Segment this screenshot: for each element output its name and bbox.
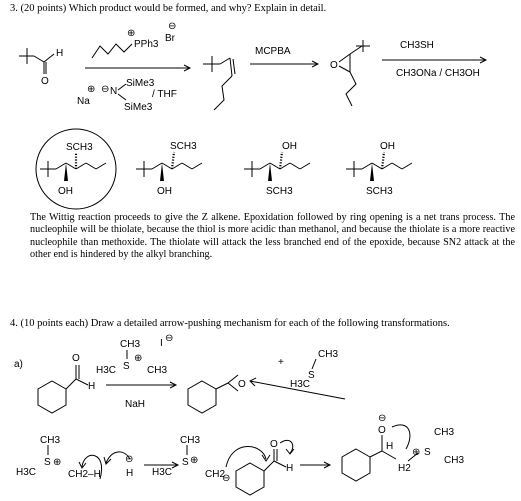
m3-h: H: [286, 463, 293, 474]
sulfonium-cation: CH3 H3C S ⊕ CH2–H: [16, 435, 103, 480]
aldehyde-o-label: O: [41, 76, 49, 87]
thf-label: / THF: [152, 89, 177, 100]
m1-charge: ⊕: [53, 457, 61, 468]
p2-top-label: SCH3: [170, 141, 197, 152]
sulfur-ylide: CH3 H3C S ⊕ CH2 ⊖: [152, 435, 271, 484]
bromide-charge: ⊖: [168, 21, 176, 32]
aldehyde-h-label: H: [56, 48, 63, 59]
betaine-ch3-top: CH3: [434, 427, 454, 438]
product-2: SCH3 OH: [136, 141, 203, 197]
trimethylsulfonium-iodide: CH3 H3C S ⊕ CH3 I ⊖: [96, 333, 173, 376]
m3-o: O: [270, 439, 278, 450]
m2-carbanion: ⊖: [222, 473, 230, 484]
betaine-ch3-right: CH3: [444, 455, 464, 466]
m2-h3c: H3C: [152, 467, 172, 478]
m2-s: S: [182, 457, 189, 468]
betaine-intermediate: ⊖ O H H2 ⊕ S CH3 CH3: [341, 413, 464, 482]
part-a-label: a): [14, 359, 23, 370]
hydride-h: H: [126, 468, 133, 479]
mcpba-label: MCPBA: [255, 46, 291, 57]
tms-ch3-top: CH3: [120, 339, 140, 350]
base-reagent: ⊕ Na ⊖ N SiMe3 SiMe3 / THF: [77, 78, 177, 113]
p4-bottom-label: SCH3: [366, 186, 393, 197]
p3-bottom-label: SCH3: [266, 186, 293, 197]
q3-explanation: The Wittig reaction proceeds to give the…: [30, 212, 515, 261]
product-4: OH SCH3: [346, 141, 413, 197]
question-4-header: 4. (10 points each) Draw a detailed arro…: [10, 318, 450, 329]
na-label: Na: [77, 96, 90, 107]
z-alkene: [203, 56, 236, 111]
m2-charge: ⊕: [190, 455, 198, 466]
betaine-s-charge: ⊕: [412, 447, 420, 458]
thiol-reagent: CH3SH: [400, 40, 434, 51]
wittig-arrow-head: [183, 64, 192, 72]
phosphonium-salt: ⊕ PPh3 ⊖ Br: [91, 21, 176, 59]
nah-reagent: NaH: [125, 399, 145, 410]
bromide-label: Br: [165, 33, 176, 44]
q3-reaction-scheme: H O ⊕ PPh3 ⊖ Br ⊕ Na ⊖ N SiMe3 SiMe3 / T…: [19, 21, 488, 210]
product-3: OH SCH3: [244, 141, 311, 197]
tms-ch3-right: CH3: [147, 365, 167, 376]
dms-s: S: [308, 370, 315, 381]
hydride-charge: ⊖: [125, 454, 133, 465]
epoxide-o: O: [238, 379, 246, 390]
n-label: N: [110, 86, 117, 97]
epoxide-o-label: O: [330, 60, 338, 71]
na-charge: ⊕: [87, 84, 95, 95]
sime3-bottom: SiMe3: [124, 102, 153, 113]
betaine-s: S: [424, 447, 431, 458]
product-1: SCH3 OH: [40, 142, 107, 197]
betaine-h2c: H2: [398, 463, 411, 474]
p1-top-label: SCH3: [66, 142, 93, 153]
betaine-o-charge: ⊖: [378, 413, 386, 424]
p4-top-label: OH: [380, 141, 395, 152]
q4-reaction-scheme: a) O H CH3 H3C S ⊕ CH3 I ⊖ NaH O + CH3 H…: [14, 333, 464, 496]
m1-h3c: H3C: [16, 467, 36, 478]
phosphonium-charge: ⊕: [127, 28, 135, 39]
starting-aldehyde: H O: [19, 48, 63, 87]
betaine-o: O: [378, 425, 386, 436]
sime3-top: SiMe3: [126, 78, 155, 89]
iodide-label: I: [160, 338, 163, 349]
plus-sign: +: [278, 357, 284, 368]
m2-ch3: CH3: [180, 435, 200, 446]
betaine-h: H: [386, 441, 393, 452]
phosphonium-label: PPh3: [134, 39, 159, 50]
methoxide-reagent: CH3ONa / CH3OH: [396, 68, 480, 79]
aldehyde-o: O: [72, 353, 80, 364]
aldehyde-h: H: [88, 381, 95, 392]
dms-h3c: H3C: [290, 379, 310, 390]
epoxide: O: [330, 40, 370, 107]
m1-ch2h: CH2–H: [68, 469, 101, 480]
iodide-charge: ⊖: [165, 333, 173, 344]
tms-charge: ⊕: [134, 353, 142, 364]
tms-s: S: [123, 361, 130, 372]
p2-bottom-label: OH: [157, 186, 172, 197]
m2-ch2: CH2: [205, 469, 225, 480]
mechanism-aldehyde: O H: [235, 439, 295, 496]
m1-s: S: [44, 457, 51, 468]
correct-answer-circle: [35, 128, 117, 210]
m1-ch3: CH3: [40, 435, 60, 446]
cyclohexyl-epoxide: O: [187, 374, 246, 414]
dms-ch3: CH3: [318, 349, 338, 360]
question-3-header: 3. (20 points) Which product would be fo…: [10, 3, 327, 14]
p1-bottom-label: OH: [58, 186, 73, 197]
tms-h3c: H3C: [96, 365, 116, 376]
cyclohexanecarbaldehyde: O H: [37, 353, 95, 414]
dimethyl-sulfide: CH3 H3C S: [290, 349, 338, 390]
p3-top-label: OH: [282, 141, 297, 152]
n-charge: ⊖: [101, 84, 109, 95]
